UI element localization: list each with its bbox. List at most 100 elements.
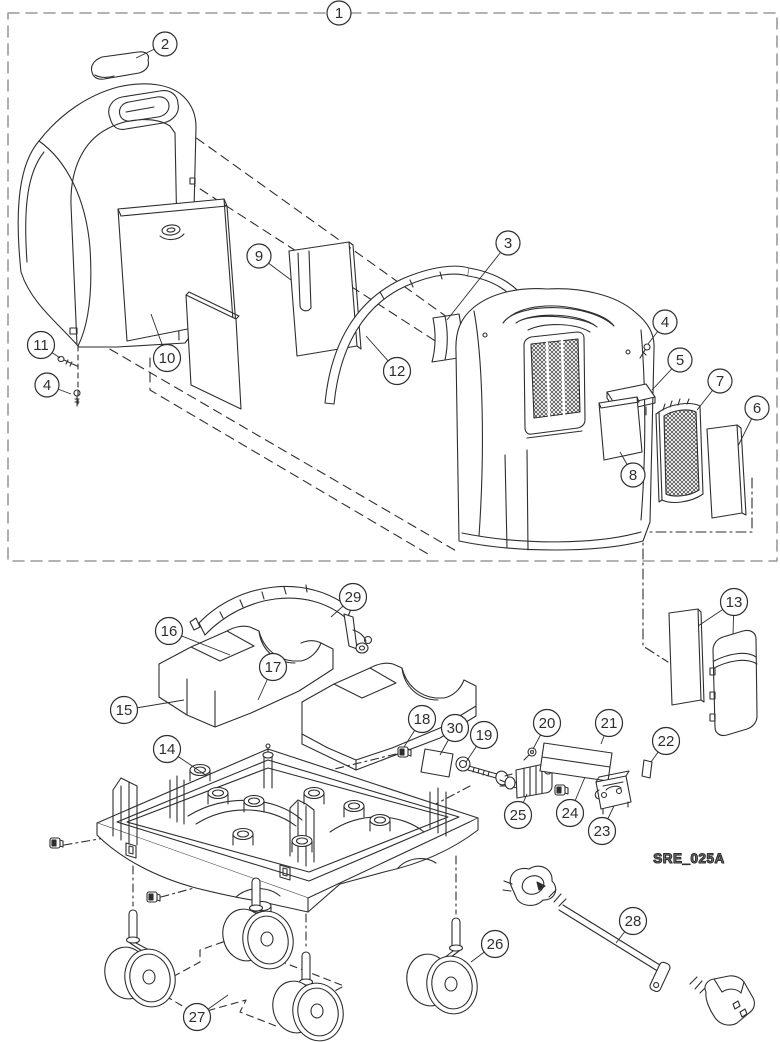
line-art [169, 775, 185, 825]
callout-number: 9 [255, 248, 263, 265]
line-art [57, 355, 65, 363]
snap-clip [397, 746, 412, 758]
callout-circle [532, 708, 562, 738]
line-art [186, 678, 216, 728]
callout-number: 26 [487, 936, 504, 953]
callout-number: 22 [658, 733, 675, 750]
callout-number: 17 [265, 659, 282, 676]
line-art [352, 629, 367, 642]
callout-circle [555, 798, 585, 828]
line-art [431, 960, 473, 1010]
callout-circle [503, 800, 533, 830]
callout-circle [326, 0, 352, 26]
part-8-side-panel [598, 396, 643, 461]
line-art [189, 177, 196, 185]
line-art [649, 961, 671, 993]
line-art [504, 776, 516, 790]
line-art [527, 324, 591, 333]
boss-cylinder [369, 813, 391, 832]
line-art [124, 948, 176, 1008]
callout-circle [719, 587, 749, 617]
callout-number: 2 [161, 36, 169, 53]
callout-circle [469, 720, 499, 750]
line-art [242, 910, 294, 970]
line-art [128, 909, 138, 939]
line-art [602, 801, 629, 815]
callout-circle [258, 652, 288, 682]
callout-9: 9 [246, 243, 292, 281]
callout-number: 29 [345, 589, 362, 606]
line-art [697, 608, 705, 703]
line-art [732, 1000, 748, 1018]
line-art [615, 787, 623, 795]
callout-circle [480, 929, 510, 959]
callout-21: 21 [594, 708, 624, 745]
callout-number: 4 [43, 377, 51, 394]
callout-circle [620, 462, 646, 488]
line-art [292, 982, 344, 1042]
callout-circle [594, 708, 624, 738]
callout-2: 2 [135, 31, 178, 59]
callout-number: 8 [629, 467, 637, 484]
part-9-filter-panel [288, 241, 362, 357]
line-art [369, 813, 391, 827]
line-art [709, 667, 716, 676]
callout-6: 6 [737, 395, 770, 447]
line-art [310, 1003, 324, 1019]
part-13-filter-cover [668, 608, 758, 737]
line-art [125, 106, 155, 113]
caster-wheel [272, 951, 344, 1042]
callout-circle [152, 343, 182, 373]
line-art [185, 291, 240, 320]
line-art [125, 842, 137, 859]
callout-1: 1 [326, 0, 352, 26]
line-art [706, 424, 743, 519]
line-art [602, 781, 624, 787]
casters [104, 877, 478, 1042]
callout-circle [34, 372, 60, 398]
callout-circle [109, 695, 139, 725]
line-art [198, 585, 352, 624]
line-art [74, 395, 80, 407]
line-art [527, 747, 537, 757]
part-22-spacer [641, 759, 653, 779]
line-art: SRE_025A [7, 12, 778, 1042]
line-art [521, 875, 545, 895]
snap-clip [146, 891, 161, 903]
callout-number: 14 [159, 741, 176, 758]
boss-cylinder [291, 834, 313, 853]
line-art [262, 751, 274, 759]
line-art [536, 881, 546, 891]
line-art [343, 613, 358, 650]
line-art [426, 955, 478, 1015]
callout-7: 7 [696, 368, 733, 411]
line-art [709, 691, 716, 700]
part-rear-access-panel [185, 291, 242, 410]
callout-number: 6 [753, 400, 761, 417]
line-art [712, 629, 758, 737]
line-art [668, 608, 702, 706]
line-art [148, 893, 154, 901]
callout-circle [618, 906, 648, 936]
line-art [541, 756, 611, 768]
line-art [207, 786, 229, 800]
line-art [529, 749, 535, 755]
line-art [348, 241, 362, 350]
callout-27: 27 [182, 994, 229, 1032]
line-art [117, 198, 228, 217]
line-art [545, 339, 566, 418]
boss-cylinder [243, 794, 265, 813]
line-art [444, 976, 458, 992]
part-21-plate [539, 742, 613, 782]
callout-number: 15 [116, 702, 133, 719]
line-art [502, 880, 513, 892]
callout-number: 24 [562, 805, 579, 822]
part-6-filter [706, 424, 747, 519]
line-art [301, 951, 311, 981]
line-art [219, 584, 308, 619]
line-art [595, 770, 630, 783]
line-art [333, 667, 397, 699]
callout-10: 10 [150, 313, 182, 373]
